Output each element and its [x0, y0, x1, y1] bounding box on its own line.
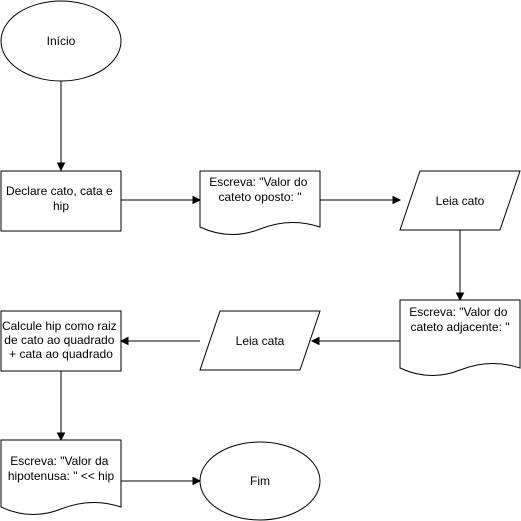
node-leia-cata: Leia cata: [199, 310, 321, 371]
node-declare-label: Declare cato, cata e hip: [6, 184, 116, 213]
node-escreva-adjacente: Escreva: "Valor do cateto adjacente: ": [399, 299, 521, 376]
edge-escreva-oposto-to-leia-cato: [320, 195, 402, 205]
node-leia-cato: Leia cato: [399, 170, 521, 231]
node-escreva-oposto-label: Escreva: "Valor do cateto oposto: ": [209, 175, 310, 204]
edge-calcule-to-escreva-hip: [56, 371, 66, 442]
node-fim-label: Fim: [250, 474, 270, 488]
node-inicio-label: Início: [47, 34, 76, 48]
edge-leia-cata-to-calcule: [119, 336, 200, 346]
node-escreva-hip: Escreva: "Valor da hipotenusa: " << hip: [0, 439, 122, 515]
edge-inicio-to-declare: [56, 80, 66, 172]
edge-declare-to-escreva-oposto: [121, 195, 202, 205]
node-escreva-adjacente-label: Escreva: "Valor do cateto adjacente: ": [409, 305, 510, 334]
node-calcule-label: Calcule hip como raiz de cato ao quadrad…: [2, 319, 120, 361]
node-escreva-hip-label: Escreva: "Valor da hipotenusa: " << hip: [8, 454, 115, 483]
node-inicio: Início: [0, 0, 122, 82]
node-declare: Declare cato, cata e hip: [0, 170, 122, 232]
edge-escreva-adjacente-to-leia-cata: [310, 336, 400, 346]
node-calcule: Calcule hip como raiz de cato ao quadrad…: [0, 310, 122, 372]
node-leia-cata-label: Leia cata: [236, 334, 285, 348]
node-escreva-oposto: Escreva: "Valor do cateto oposto: ": [199, 170, 321, 235]
edge-leia-cato-to-escreva-adjacente: [455, 230, 465, 302]
node-fim: Fim: [199, 441, 321, 521]
edge-escreva-hip-to-fim: [121, 476, 202, 486]
node-leia-cato-label: Leia cato: [436, 194, 485, 208]
